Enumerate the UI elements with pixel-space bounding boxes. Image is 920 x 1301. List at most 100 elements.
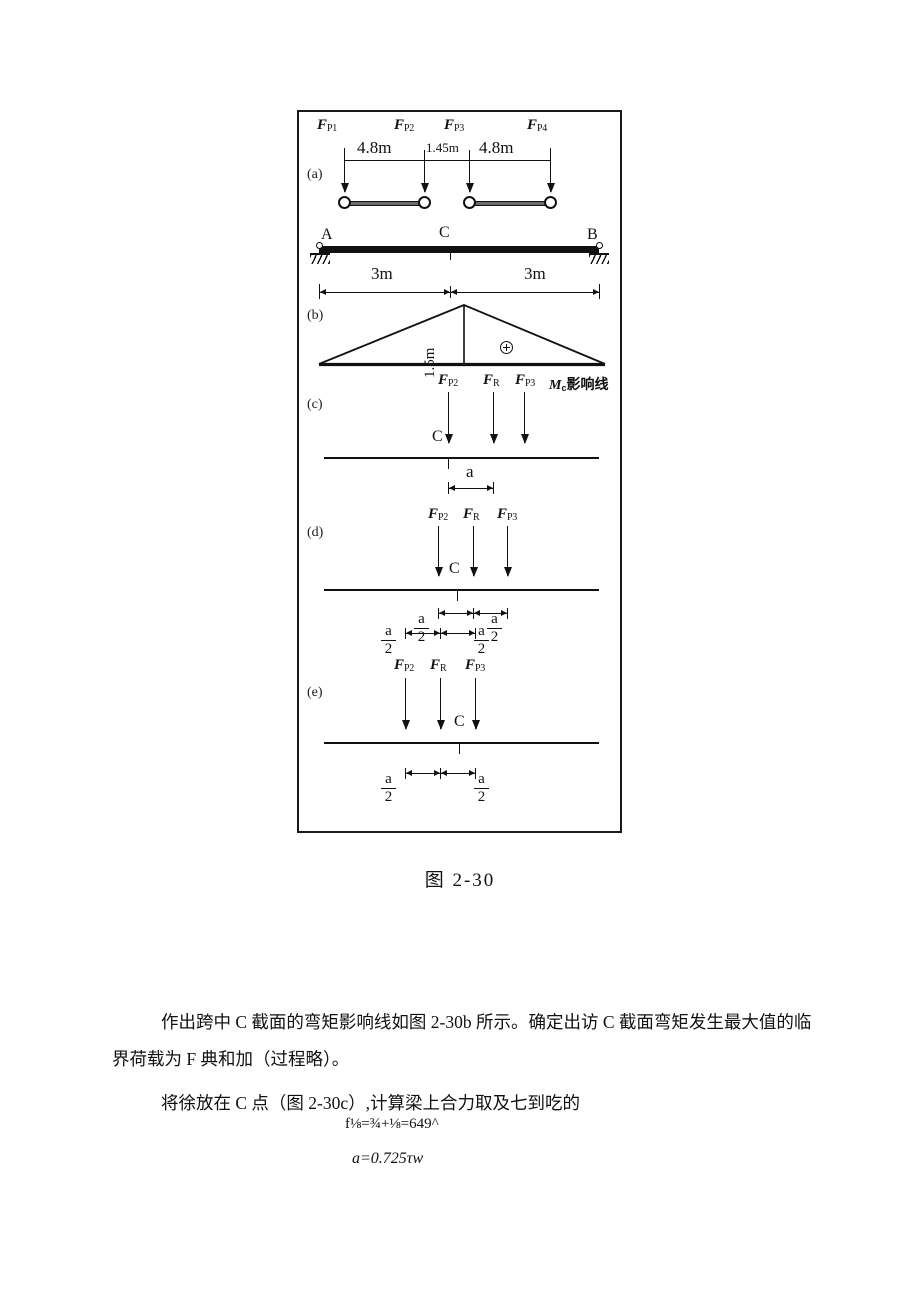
spacing-label-1: 4.8m <box>357 138 392 157</box>
dimension-arrow-d-4 <box>501 609 507 616</box>
dimension-tick-e-top-right <box>475 628 476 639</box>
dimension-tick-e-bot-right <box>475 768 476 779</box>
panel-label-d: (d) <box>307 525 324 540</box>
beam-label-b: B <box>587 226 598 243</box>
force-label-fp3: FP3 <box>444 117 464 134</box>
figure-2-30: (a) FP1 FP2 FP3 FP4 4.8m 1.45m 4.8m C A … <box>297 110 622 833</box>
reference-axis-d <box>324 589 599 591</box>
span-arrow-mid-left <box>444 288 450 295</box>
dimension-tick-a-left <box>448 482 449 494</box>
dimension-arrow-e-top-3 <box>441 629 447 636</box>
section-c-tick-panel-c <box>448 457 449 469</box>
dimension-frac-d-left: a 2 <box>414 611 429 646</box>
force-label-fp4: FP4 <box>527 117 547 134</box>
force-label-c-fr: FR <box>483 372 500 389</box>
force-arrow-c-fp2 <box>444 392 453 444</box>
influence-line-label: Mc影响线 <box>549 376 609 393</box>
reference-axis-e <box>324 742 599 744</box>
force-arrow-e-fr <box>436 678 445 730</box>
force-arrow-fp2 <box>420 162 429 193</box>
spacing-tick-1 <box>344 148 345 162</box>
force-label-c-fp3: FP3 <box>515 372 535 389</box>
dimension-frac-e-bottom-left: a 2 <box>381 771 396 806</box>
ordinate-label-1-5m: 1.5m <box>422 347 438 378</box>
section-label-c-panel-d: C <box>449 560 460 577</box>
force-arrow-fp1 <box>340 162 349 193</box>
dimension-tick-e-top-mid <box>440 628 441 639</box>
axle-bar-right <box>469 201 550 206</box>
span-label-left: 3m <box>371 264 393 283</box>
force-label-d-fp2: FP2 <box>428 506 448 523</box>
force-label-e-fr: FR <box>430 657 447 674</box>
beam-element <box>319 246 599 253</box>
panel-label-c: (c) <box>307 397 323 412</box>
span-tick-right <box>599 284 600 299</box>
dimension-frac-d-right: a 2 <box>487 611 502 646</box>
panel-label-a: (a) <box>307 167 323 182</box>
panel-label-b: (b) <box>307 308 324 323</box>
beam-label-c: C <box>439 224 450 241</box>
span-tick-mid <box>450 286 451 298</box>
dimension-bar-a <box>448 488 493 489</box>
dimension-arrow-e-top-2 <box>434 629 440 636</box>
dimension-arrow-e-top-1 <box>406 629 412 636</box>
dimension-arrow-e-bot-2 <box>434 769 440 776</box>
span-arrow-mid-right <box>451 288 457 295</box>
force-label-d-fp3: FP3 <box>497 506 517 523</box>
force-label-e-fp2: FP2 <box>394 657 414 674</box>
dimension-arrow-d-2 <box>467 609 473 616</box>
wheel-2 <box>418 196 431 209</box>
beam-label-a: A <box>321 226 333 243</box>
paragraph-1: 作出跨中 C 截面的弯矩影响线如图 2-30b 所示。确定出访 C 截面弯矩发生… <box>112 1012 812 1069</box>
support-b-hinge <box>596 242 603 249</box>
paragraph-2: 将徐放在 C 点（图 2-30c）,计算梁上合力取及七到吃的 <box>161 1093 581 1113</box>
dimension-frac-e-top-left: a 2 <box>381 623 396 658</box>
span-arrow-right <box>593 288 599 295</box>
axle-bar-left <box>344 201 424 206</box>
force-label-e-fp3: FP3 <box>465 657 485 674</box>
spacing-label-2: 1.45m <box>426 140 459 155</box>
force-label-d-fr: FR <box>463 506 480 523</box>
dimension-arrow-d-1 <box>439 609 445 616</box>
dimension-tick-e-top-left <box>405 628 406 639</box>
dimension-label-a: a <box>466 462 474 481</box>
force-arrow-fp4 <box>546 162 555 193</box>
dimension-tick-e-bot-left <box>405 768 406 779</box>
wheel-4 <box>544 196 557 209</box>
force-arrow-d-fp3 <box>503 526 512 577</box>
wheel-3 <box>463 196 476 209</box>
formula-resultant: f⅛=¾+⅛=649^ <box>345 1116 439 1132</box>
span-arrow-left <box>320 288 326 295</box>
dimension-arrow-a-right <box>487 484 493 491</box>
force-arrow-e-fp2 <box>401 678 410 730</box>
dimension-arrow-e-bot-3 <box>441 769 447 776</box>
force-label-fp2: FP2 <box>394 117 414 134</box>
dimension-arrow-d-3 <box>474 609 480 616</box>
spacing-tick-4 <box>550 148 551 162</box>
figure-caption: 图 2-30 <box>424 870 496 891</box>
dimension-tick-d-mid <box>473 608 474 619</box>
panel-label-e: (e) <box>307 685 323 700</box>
reference-axis-c <box>324 457 599 459</box>
section-c-marker <box>450 246 451 260</box>
formula-distance-a: a=0.725τw <box>352 1150 424 1167</box>
force-arrow-d-fr <box>469 526 478 577</box>
force-arrow-d-fp2 <box>434 526 443 577</box>
section-c-tick-panel-d <box>457 589 458 601</box>
force-arrow-c-fr <box>489 392 498 444</box>
section-c-tick-panel-e <box>459 742 460 754</box>
force-label-fp1: FP1 <box>317 117 337 134</box>
span-label-right: 3m <box>524 264 546 283</box>
dimension-arrow-e-top-4 <box>469 629 475 636</box>
dimension-tick-e-bot-mid <box>440 768 441 779</box>
section-label-c-panel-c: C <box>432 428 443 445</box>
support-a-ground <box>310 253 330 264</box>
span-tick-left <box>319 284 320 299</box>
force-label-c-fp2: FP2 <box>438 372 458 389</box>
dimension-tick-a-right <box>493 482 494 494</box>
wheel-1 <box>338 196 351 209</box>
force-arrow-c-fp3 <box>520 392 529 444</box>
dimension-tick-d-left <box>438 608 439 619</box>
spacing-tick-3 <box>469 150 470 162</box>
spacing-label-3: 4.8m <box>479 138 514 157</box>
